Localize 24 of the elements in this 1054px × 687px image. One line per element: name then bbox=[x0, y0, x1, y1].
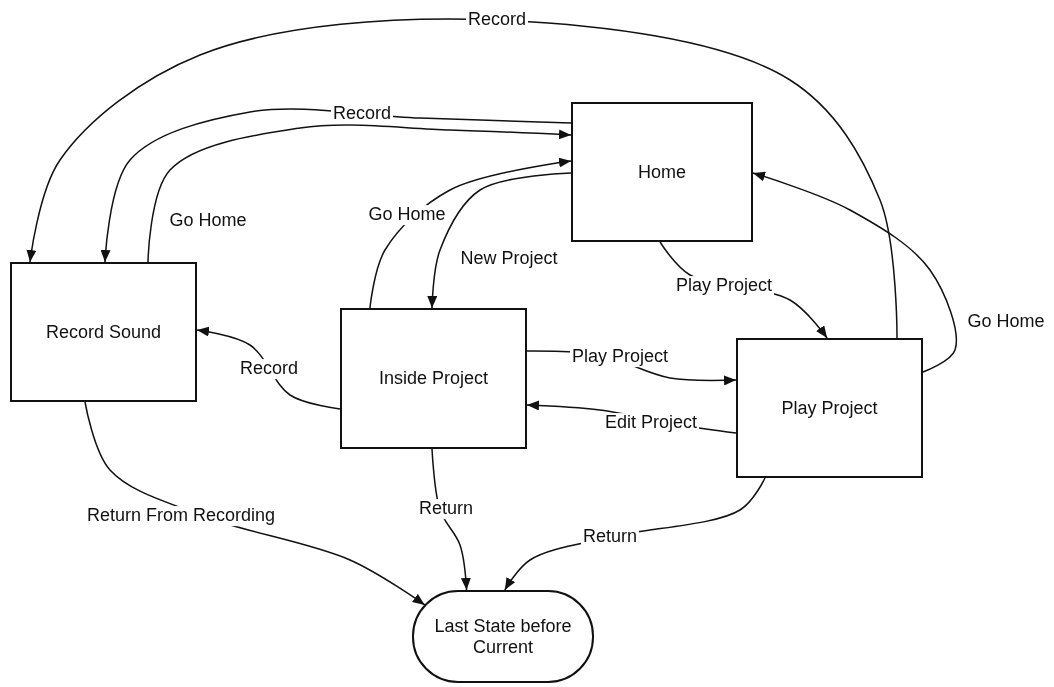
state-name: Record Sound bbox=[44, 321, 163, 343]
state-name: Inside Project bbox=[377, 368, 490, 389]
arrow bbox=[26, 18, 898, 339]
edge-label: Go Home bbox=[366, 205, 448, 225]
state-box bbox=[736, 338, 923, 478]
edge-label: Edit Project bbox=[603, 413, 699, 433]
edge-label: Return bbox=[581, 527, 639, 547]
arrow bbox=[100, 108, 572, 263]
arrow bbox=[147, 124, 572, 263]
state-box bbox=[10, 262, 197, 402]
state-name: Play Project bbox=[780, 397, 879, 419]
state-name: Last State before Current bbox=[433, 615, 573, 658]
edge-label: Return bbox=[417, 499, 475, 519]
state-box bbox=[340, 308, 527, 449]
state-box bbox=[571, 102, 753, 242]
state-name: Home bbox=[637, 161, 687, 183]
arrow bbox=[752, 171, 958, 373]
arrow bbox=[427, 172, 572, 309]
edge-label: Record bbox=[238, 359, 300, 379]
terminal-shape bbox=[412, 590, 594, 683]
edge-label: Play Project bbox=[674, 276, 774, 296]
edge-label: Play Project bbox=[570, 347, 670, 367]
arrow bbox=[369, 157, 572, 309]
edge-label: New Project bbox=[458, 249, 560, 269]
